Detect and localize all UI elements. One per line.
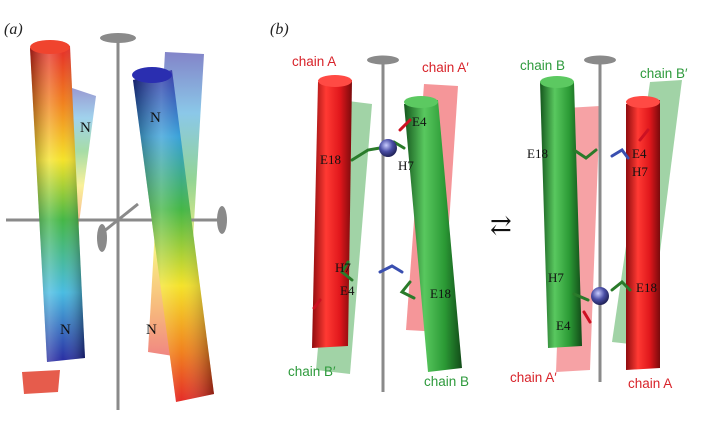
label-chain-a-right: chain A	[628, 376, 672, 391]
label-chain-b-prime-right: chain B′	[640, 66, 688, 81]
axis-cap-left	[97, 224, 107, 252]
axis-cap-top	[100, 33, 136, 43]
residue-e4-bottom-left: E4	[340, 283, 355, 298]
residue-e18-top-left: E18	[320, 152, 341, 167]
helix-chain-b-right	[540, 82, 582, 348]
axis-cap-right-dimer	[584, 55, 616, 65]
left-dimer: chain A chain A′ chain B′ chain B E4 E18…	[288, 54, 469, 392]
label-chain-b-prime-left: chain B′	[288, 364, 336, 379]
n-terminus-front-right: N	[150, 110, 161, 126]
depth-axis	[102, 202, 139, 234]
panel-b: (b) cha	[270, 21, 688, 392]
residue-e4-bottom-right: E4	[556, 318, 571, 333]
helix-chain-a-right	[626, 100, 660, 370]
axis-cap-left-dimer	[367, 55, 399, 65]
residue-h7-bottom-left: H7	[335, 260, 351, 275]
helix-chain-b-left	[404, 100, 462, 372]
n-terminus-front-left: N	[60, 322, 71, 338]
residue-e18-bottom-right: E18	[636, 280, 657, 295]
n-terminus-back-right: N	[146, 322, 157, 338]
helix-chain-a-left	[312, 80, 352, 348]
axis-cap-right	[217, 206, 227, 234]
residue-h7-bottom-right: H7	[548, 270, 564, 285]
label-chain-a-prime-right: chain A′	[510, 370, 557, 385]
label-chain-a-left: chain A	[292, 54, 336, 69]
side-chains-right	[572, 128, 650, 324]
panel-b-label: (b)	[270, 21, 289, 38]
panel-a: (a) N N	[4, 21, 227, 410]
right-dimer: chain B chain B′ chain A′ chain A E18 E4…	[510, 55, 688, 391]
residue-e18-top-right: E18	[527, 146, 548, 161]
front-helix-left	[30, 40, 85, 362]
side-chains-left	[312, 118, 416, 310]
equilibrium-arrows: ⇄	[490, 211, 512, 240]
residue-e4-top-right: E4	[632, 146, 647, 161]
label-chain-a-prime-left: chain A′	[422, 60, 469, 75]
residue-e4-top-left: E4	[412, 114, 427, 129]
residue-h7-top-right: H7	[632, 164, 648, 179]
lower-tail-left	[22, 370, 60, 394]
ion-left	[379, 139, 397, 157]
label-chain-b-left: chain B	[424, 374, 469, 389]
label-chain-b-right: chain B	[520, 58, 565, 73]
panel-a-label: (a)	[4, 21, 23, 38]
residue-e18-bottom-left: E18	[430, 286, 451, 301]
n-terminus-back-left: N	[80, 120, 91, 136]
front-helix-right	[132, 67, 214, 402]
residue-h7-top-left: H7	[398, 158, 414, 173]
ion-right	[591, 287, 609, 305]
